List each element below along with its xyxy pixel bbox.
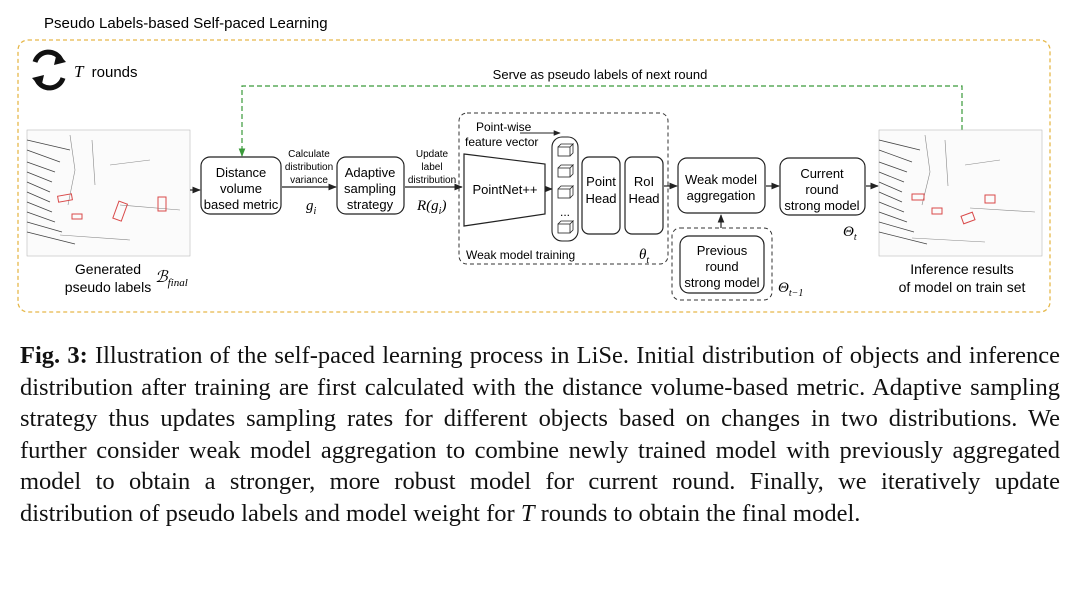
pipeline-diagram: Pseudo Labels-based Self-paced Learning … — [17, 15, 1051, 313]
generated-lidar-image — [26, 129, 191, 257]
b-final-symbol: ℬ — [155, 269, 169, 286]
inference-label-line1: Inference results — [910, 261, 1014, 277]
distance-box-line2: volume — [220, 181, 262, 196]
current-box-line2: round — [805, 182, 838, 197]
feedback-arrow — [238, 85, 963, 157]
calc-label-line2: distribution — [285, 162, 333, 173]
caption-t-variable: T — [520, 499, 535, 527]
caption-text-main: Illustration of the self-paced learning … — [20, 342, 1061, 527]
svg-text:Θt−1: Θt−1 — [778, 280, 803, 299]
inference-lidar-image — [878, 129, 1043, 257]
previous-box-line1: Previous — [697, 243, 748, 258]
b-final-subscript: final — [168, 277, 188, 289]
point-head-line2: Head — [585, 191, 616, 206]
theta-current-subscript: t — [854, 232, 857, 243]
aggregation-line1: Weak model — [685, 172, 757, 187]
aggregation-box — [677, 157, 766, 214]
weak-training-group — [458, 112, 669, 265]
stack-ellipsis: ... — [560, 205, 570, 219]
frame-title: Pseudo Labels-based Self-paced Learning — [44, 15, 328, 32]
feature-cubes — [557, 143, 574, 234]
outer-dashed-frame — [17, 39, 1051, 313]
svg-text:gi: gi — [306, 198, 317, 217]
generated-label-line2: pseudo labels — [65, 279, 151, 295]
g-variable: g — [306, 198, 314, 214]
previous-round-group — [671, 227, 773, 301]
calc-label-line3: variance — [290, 175, 328, 186]
generated-label-line1: Generated — [75, 261, 141, 277]
figure-caption: Fig. 3: Illustration of the self-paced l… — [20, 340, 1060, 529]
caption-label: Fig. 3: — [20, 342, 88, 369]
svg-text:R(gi): R(gi) — [416, 198, 446, 217]
r-expression-close: ) — [440, 198, 446, 214]
roi-head-line2: Head — [628, 191, 659, 206]
inference-label-line2: of model on train set — [899, 279, 1026, 295]
weak-training-label: Weak model training — [466, 248, 575, 262]
theta-prev-subscript: t−1 — [789, 288, 804, 299]
aggregation-line2: aggregation — [687, 188, 756, 203]
svg-text:T rounds: T rounds — [74, 62, 138, 81]
update-label-line3: distribution — [408, 175, 456, 186]
pointwise-label-line2: feature vector — [465, 135, 538, 149]
rounds-label: rounds — [92, 64, 138, 81]
pointwise-label-line1: Point-wise — [476, 120, 532, 134]
svg-text:Θt: Θt — [843, 224, 857, 243]
distance-box-line3: based metric — [204, 197, 279, 212]
theta-t-symbol: θ — [639, 247, 647, 263]
pointnet-label: PointNet++ — [472, 182, 537, 197]
adaptive-box-line2: sampling — [344, 181, 396, 196]
adaptive-box-line1: Adaptive — [345, 165, 396, 180]
theta-prev-symbol: Θ — [778, 280, 789, 296]
caption-text-end: rounds to obtain the final model. — [534, 499, 861, 527]
theta-t-subscript: t — [646, 255, 649, 266]
previous-box-line2: round — [705, 259, 738, 274]
feedback-label: Serve as pseudo labels of next round — [493, 67, 708, 82]
theta-current-symbol: Θ — [843, 224, 854, 240]
current-box-line3: strong model — [784, 198, 859, 213]
update-label-line2: label — [421, 162, 442, 173]
point-head-box — [581, 156, 621, 235]
svg-text:θt: θt — [639, 247, 649, 266]
roi-head-line1: RoI — [634, 174, 654, 189]
distance-metric-box — [200, 156, 282, 215]
point-head-line1: Point — [586, 174, 616, 189]
refresh-cycle-icon — [32, 49, 66, 91]
distance-box-line1: Distance — [216, 165, 267, 180]
current-strong-model-box — [779, 157, 866, 216]
roi-head-box — [624, 156, 664, 235]
r-expression-subscript: i — [439, 206, 442, 217]
previous-box-line3: strong model — [684, 275, 759, 290]
svg-text:ℬfinal: ℬfinal — [155, 269, 188, 289]
update-label-line1: Update — [416, 149, 449, 160]
calc-label-line1: Calculate — [288, 149, 330, 160]
adaptive-box-line3: strategy — [347, 197, 394, 212]
adaptive-sampling-box — [336, 156, 405, 215]
g-subscript: i — [314, 206, 317, 217]
r-expression: R(g — [416, 198, 439, 214]
rounds-variable: T — [74, 62, 85, 81]
current-box-line1: Current — [800, 166, 844, 181]
pointnet-block — [463, 153, 546, 227]
previous-strong-model-box — [679, 235, 765, 294]
